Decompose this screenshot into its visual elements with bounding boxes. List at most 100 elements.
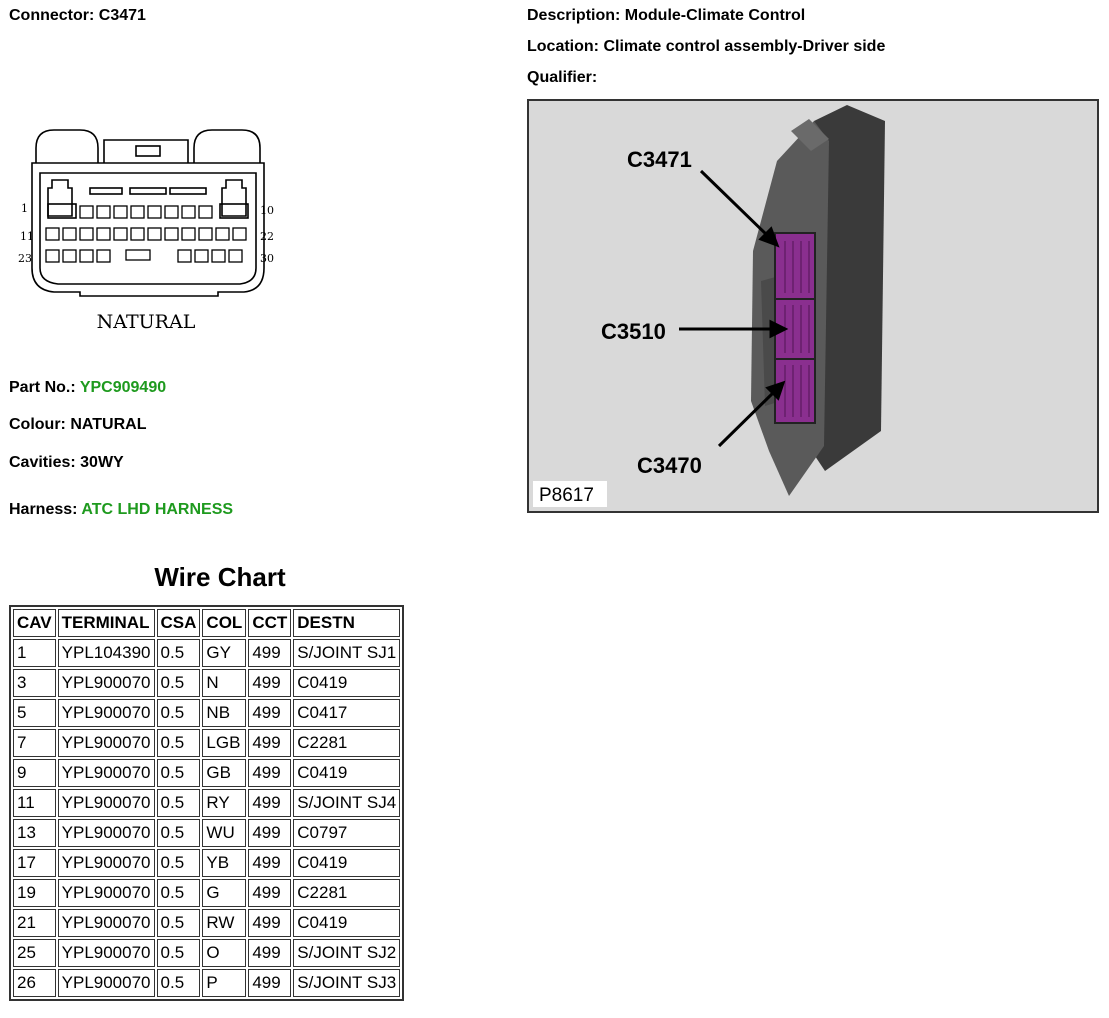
table-cell: NB bbox=[202, 699, 247, 727]
table-cell: N bbox=[202, 669, 247, 697]
table-cell: C2281 bbox=[293, 879, 401, 907]
pin-label-10: 10 bbox=[260, 204, 274, 217]
table-cell: YPL900070 bbox=[57, 969, 155, 997]
module-illustration: C3471 C3510 C3470 P8617 bbox=[533, 105, 885, 507]
part-no-link[interactable]: YPC909490 bbox=[79, 379, 167, 396]
pin-label-22: 22 bbox=[260, 230, 274, 243]
harness-info: Harness: ATC LHD HARNESS bbox=[9, 501, 233, 519]
table-cell: C0419 bbox=[293, 669, 401, 697]
table-cell: 499 bbox=[248, 819, 292, 847]
table-cell: 0.5 bbox=[156, 939, 201, 967]
table-cell: YPL900070 bbox=[57, 729, 155, 757]
connector-cavity bbox=[113, 227, 128, 241]
table-cell: 499 bbox=[248, 699, 292, 727]
location-label: Location: bbox=[527, 38, 599, 55]
location-info: Location: Climate control assembly-Drive… bbox=[527, 38, 885, 56]
connector-cavity bbox=[96, 227, 111, 241]
table-cell: WU bbox=[202, 819, 247, 847]
table-cell: 0.5 bbox=[156, 729, 201, 757]
table-cell: 0.5 bbox=[156, 879, 201, 907]
table-cell: 0.5 bbox=[156, 909, 201, 937]
part-no-info: Part No.: YPC909490 bbox=[9, 379, 166, 397]
table-cell: 0.5 bbox=[156, 699, 201, 727]
qualifier-info: Qualifier: bbox=[527, 69, 597, 87]
harness-link[interactable]: ATC LHD HARNESS bbox=[81, 501, 234, 518]
qualifier-label: Qualifier: bbox=[527, 69, 598, 86]
table-cell: 3 bbox=[13, 669, 56, 697]
table-cell: RY bbox=[202, 789, 247, 817]
table-cell: C0419 bbox=[293, 909, 401, 937]
connector-cavity bbox=[113, 205, 128, 219]
table-cell: S/JOINT SJ3 bbox=[293, 969, 401, 997]
table-cell: 0.5 bbox=[156, 789, 201, 817]
connector-cavity bbox=[164, 205, 179, 219]
pin-label-30: 30 bbox=[260, 252, 274, 265]
table-cell: YPL900070 bbox=[57, 759, 155, 787]
table-cell: GB bbox=[202, 759, 247, 787]
connector-cavity bbox=[130, 227, 145, 241]
table-cell: 17 bbox=[13, 849, 56, 877]
table-cell: YPL900070 bbox=[57, 849, 155, 877]
description-value: Module-Climate Control bbox=[624, 7, 806, 24]
location-value: Climate control assembly-Driver side bbox=[603, 38, 886, 55]
cavities-value: 30WY bbox=[80, 454, 124, 471]
connector-cavity bbox=[194, 249, 209, 263]
table-cell: YPL104390 bbox=[57, 639, 155, 667]
cavities-label: Cavities: bbox=[9, 454, 76, 471]
connector-info: Connector: C3471 bbox=[9, 7, 146, 25]
table-cell: S/JOINT SJ2 bbox=[293, 939, 401, 967]
table-cell: YPL900070 bbox=[57, 879, 155, 907]
connector-face-diagram: 1 10 11 22 23 30 NATURAL bbox=[18, 129, 274, 333]
connector-cavity bbox=[232, 227, 247, 241]
pin-label-11: 11 bbox=[20, 230, 34, 243]
table-cell: YPL900070 bbox=[57, 789, 155, 817]
table-cell: 21 bbox=[13, 909, 56, 937]
connector-cavity bbox=[228, 249, 243, 263]
table-cell: 499 bbox=[248, 789, 292, 817]
table-cell: 499 bbox=[248, 639, 292, 667]
connector-label: Connector: bbox=[9, 7, 95, 24]
table-cell: 0.5 bbox=[156, 639, 201, 667]
connector-cavity bbox=[96, 205, 111, 219]
part-no-label: Part No.: bbox=[9, 379, 76, 396]
table-cell: YB bbox=[202, 849, 247, 877]
table-cell: 499 bbox=[248, 669, 292, 697]
connector-cavity bbox=[125, 249, 151, 261]
colour-label: Colour: bbox=[9, 416, 66, 433]
location-photo: C3471 C3510 C3470 P8617 bbox=[527, 99, 1099, 513]
table-cell: C0419 bbox=[293, 759, 401, 787]
connector-cavity bbox=[181, 205, 196, 219]
connector-cavity bbox=[211, 249, 226, 263]
connector-cavity bbox=[147, 227, 162, 241]
table-cell: 499 bbox=[248, 969, 292, 997]
table-cell: 499 bbox=[248, 759, 292, 787]
connector-cavity bbox=[147, 205, 162, 219]
table-cell: 499 bbox=[248, 849, 292, 877]
connector-cavity bbox=[215, 227, 230, 241]
connector-cavity bbox=[177, 249, 192, 263]
table-cell: 499 bbox=[248, 939, 292, 967]
figure-id: P8617 bbox=[539, 485, 594, 506]
callout-c3510: C3510 bbox=[601, 319, 666, 344]
table-cell: LGB bbox=[202, 729, 247, 757]
table-cell: C0417 bbox=[293, 699, 401, 727]
connector-value: C3471 bbox=[98, 7, 146, 24]
column-header-cct: CCT bbox=[248, 609, 292, 637]
table-cell: 0.5 bbox=[156, 669, 201, 697]
table-cell: 25 bbox=[13, 939, 56, 967]
table-cell: 11 bbox=[13, 789, 56, 817]
table-cell: YPL900070 bbox=[57, 909, 155, 937]
column-header-csa: CSA bbox=[156, 609, 201, 637]
connector-cavity bbox=[96, 249, 111, 263]
connector-cavity bbox=[45, 249, 60, 263]
callout-c3471: C3471 bbox=[627, 147, 692, 172]
table-cell: C0797 bbox=[293, 819, 401, 847]
